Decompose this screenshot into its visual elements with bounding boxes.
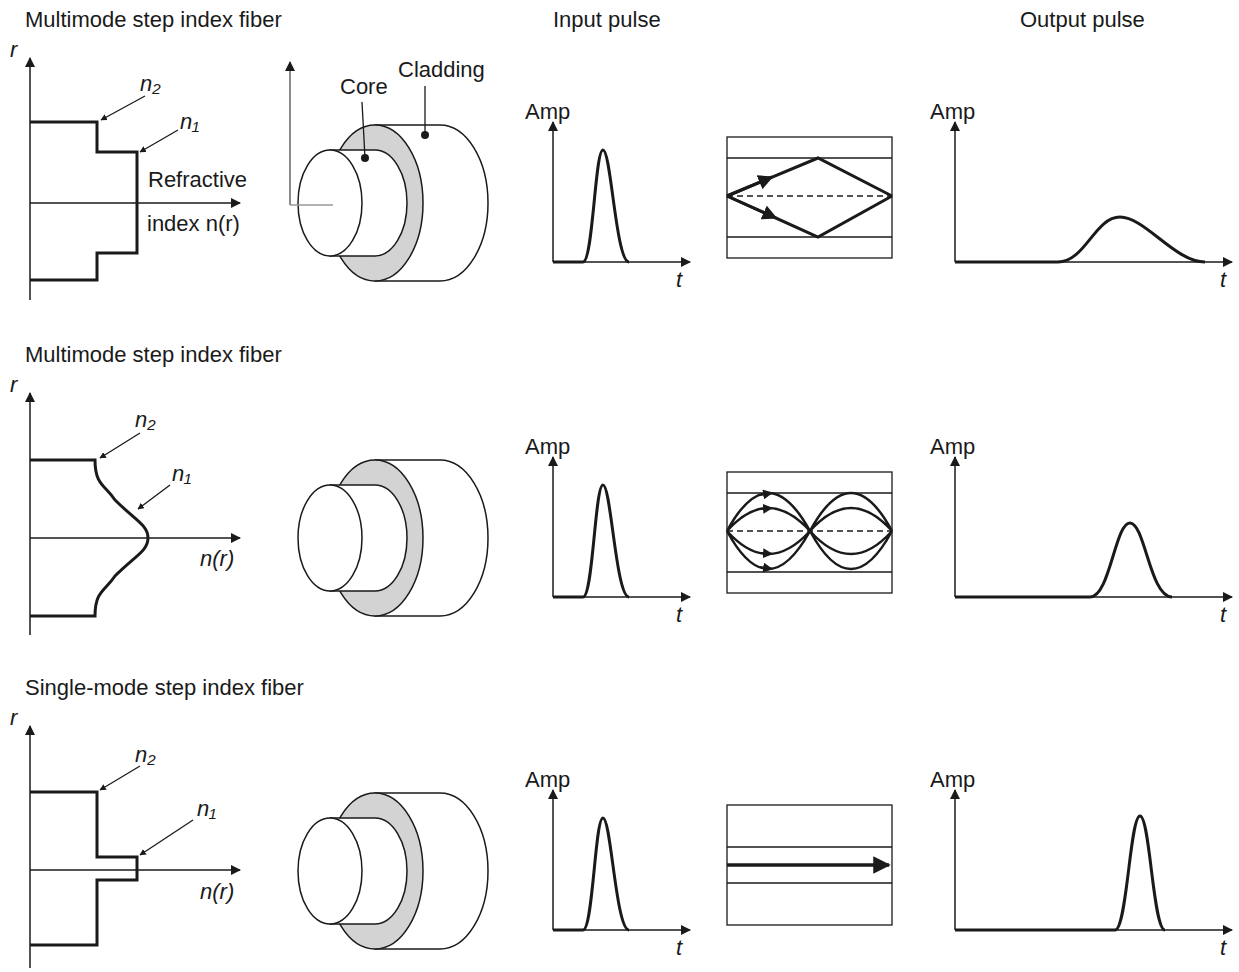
part-label: Core bbox=[340, 75, 388, 99]
axis-label: Amp bbox=[930, 768, 975, 792]
index-label: n₁ bbox=[172, 462, 191, 486]
column-title: Input pulse bbox=[553, 8, 661, 32]
axis-label: Amp bbox=[525, 100, 570, 124]
part-label: Cladding bbox=[398, 58, 485, 82]
axis-label: Amp bbox=[525, 768, 570, 792]
row-title: Single-mode step index fiber bbox=[25, 676, 304, 700]
row-single-mode bbox=[30, 726, 1232, 968]
axis-label: t bbox=[1220, 936, 1226, 960]
axis-label: r bbox=[10, 373, 17, 397]
row-title: Multimode step index fiber bbox=[25, 8, 282, 32]
axis-label: t bbox=[1220, 603, 1226, 627]
index-label: n₁ bbox=[180, 110, 199, 134]
row-graded-multimode bbox=[30, 393, 1232, 635]
axis-label: Refractive bbox=[148, 168, 247, 192]
index-label: n₂ bbox=[135, 743, 156, 767]
axis-label: n(r) bbox=[200, 880, 234, 904]
axis-label: index n(r) bbox=[147, 212, 240, 236]
axis-label: t bbox=[1220, 268, 1226, 292]
axis-label: r bbox=[10, 38, 17, 62]
axis-label: Amp bbox=[930, 435, 975, 459]
index-label: n₂ bbox=[140, 72, 161, 96]
column-title: Output pulse bbox=[1020, 8, 1145, 32]
axis-label: Amp bbox=[525, 435, 570, 459]
row-step-multimode bbox=[30, 58, 1232, 300]
row-title: Multimode step index fiber bbox=[25, 343, 282, 367]
axis-label: r bbox=[10, 706, 17, 730]
index-label: n₂ bbox=[135, 408, 156, 432]
index-label: n₁ bbox=[197, 797, 216, 821]
axis-label: t bbox=[676, 603, 682, 627]
axis-label: t bbox=[676, 268, 682, 292]
axis-label: t bbox=[676, 936, 682, 960]
axis-label: n(r) bbox=[200, 547, 234, 571]
axis-label: Amp bbox=[930, 100, 975, 124]
